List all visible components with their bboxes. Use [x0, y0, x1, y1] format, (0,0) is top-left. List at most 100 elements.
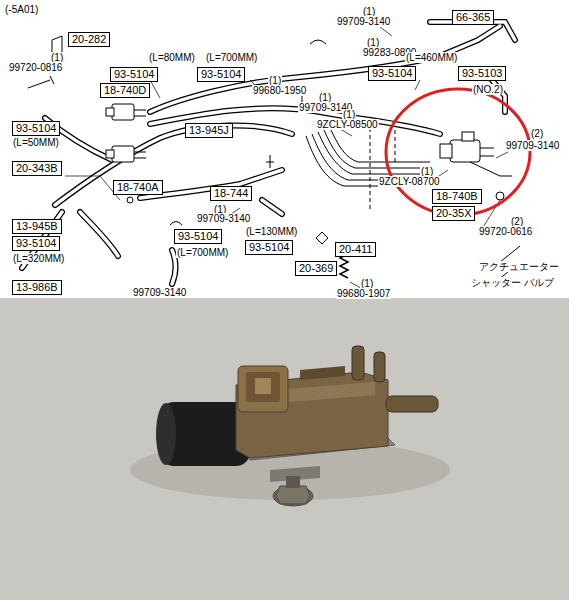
leader-line [380, 27, 392, 36]
hose [55, 125, 292, 205]
photo-background [0, 298, 569, 600]
hose [150, 26, 500, 112]
solenoid-valve [440, 144, 452, 158]
part-label: 99720-0816 [8, 62, 63, 73]
hose [22, 22, 515, 284]
part-number-box: 20-35X [432, 206, 475, 221]
part-number-box: 93-5104 [368, 66, 416, 81]
quantity-note: (L=700MM) [176, 247, 229, 258]
solenoid-valve [106, 150, 114, 158]
part-number-box: 13-945J [185, 123, 233, 138]
solenoid-photo [273, 486, 313, 506]
hose [55, 125, 292, 205]
part-number: 18-740D [104, 84, 146, 97]
part-number: 18-744 [214, 187, 248, 200]
clip [266, 155, 274, 168]
part-number: 66-365 [456, 11, 490, 24]
hose [262, 200, 282, 214]
part-label: 99680-1907 [336, 288, 391, 299]
part-label: シャッター バルブ [470, 277, 555, 288]
solenoid-photo [352, 346, 364, 380]
part-number-box: 18-740A [113, 180, 163, 195]
part-number: 20-369 [299, 262, 333, 275]
hose [22, 22, 515, 284]
part-number-box: 20-343B [12, 161, 62, 176]
solenoid-valve [112, 104, 134, 120]
part-label: 99680-1950 [252, 85, 307, 96]
part-number: 20-35X [436, 207, 471, 220]
metal-pipe [395, 130, 396, 165]
part-number: 93-5104 [114, 68, 154, 81]
part-number-box: 93-5104 [197, 67, 245, 82]
part-number: 93-5104 [16, 237, 56, 250]
part-number: 20-343B [16, 162, 58, 175]
quantity-note: (NO.2) [472, 84, 504, 95]
part-number: 93-5103 [462, 67, 502, 80]
part-number-box: 93-5104 [12, 121, 60, 136]
clip [28, 36, 520, 280]
diagram-ground [0, 0, 569, 298]
part-label: 99709-3140 [336, 16, 391, 27]
part-label: 99709-3140 [196, 213, 251, 224]
solenoid-valve [106, 104, 512, 203]
part-number-box: 13-945B [12, 219, 62, 234]
part-number: 18-740B [436, 190, 478, 203]
part-label: 9ZCLY-08700 [378, 176, 441, 187]
part-label: アクチュエーター [478, 261, 560, 272]
solenoid-valve [134, 110, 146, 116]
solenoid-photo [156, 403, 176, 465]
solenoid-valve [112, 146, 134, 162]
solenoid-photo [286, 476, 300, 488]
part-number-box: 13-986B [12, 280, 62, 295]
part-number: 18-740A [117, 181, 159, 194]
part-number: 20-411 [339, 243, 372, 256]
part-number-box: 20-282 [68, 32, 110, 47]
solenoid-photo [276, 486, 310, 504]
part-number-box: 93-5104 [245, 240, 293, 255]
solenoid-photo [236, 372, 388, 458]
part-label: 9ZCLY-08500 [316, 119, 379, 130]
quantity-note: (L=700MM) [205, 52, 258, 63]
part-label: 99709-3140 [132, 287, 187, 298]
part-number: 93-5104 [201, 68, 241, 81]
part-number-box: 18-740B [432, 189, 482, 204]
clip [316, 232, 328, 244]
quantity-note: (L=460MM) [405, 52, 458, 63]
part-number-box: 18-740D [100, 83, 150, 98]
part-number: 13-945B [16, 220, 58, 233]
part-number-box: 66-365 [452, 10, 494, 25]
leader-line [150, 80, 160, 98]
part-number: 13-986B [16, 281, 58, 294]
part-number-box: 93-5103 [458, 66, 506, 81]
solenoid-photo [374, 352, 385, 382]
part-number-box: 20-411 [335, 242, 376, 257]
solenoid-valve [496, 192, 504, 200]
part-number: 93-5104 [249, 241, 289, 254]
solenoid-photo [156, 346, 438, 506]
hose [80, 212, 118, 256]
solenoid-photo [386, 396, 438, 412]
quantity-note: (-5A01) [4, 4, 39, 15]
metal-pipe [306, 128, 430, 210]
part-number-box: 20-369 [295, 261, 337, 276]
metal-pipe [370, 128, 371, 210]
quantity-note: (L=50MM) [12, 137, 60, 148]
metal-pipe [330, 128, 430, 162]
quantity-note: (L=320MM) [12, 253, 65, 264]
solenoid-valve [470, 148, 512, 176]
part-label: 99720-0616 [478, 226, 533, 237]
solenoid-photo [255, 378, 271, 394]
quantity-note: (2) [530, 128, 544, 139]
hose [80, 212, 118, 256]
metal-pipe [312, 134, 430, 180]
quantity-note: (L=80MM) [148, 52, 196, 63]
clip [28, 76, 54, 88]
hose [262, 200, 282, 214]
solenoid-photo [246, 372, 280, 402]
solenoid-valve [127, 197, 133, 203]
leader-line [415, 80, 420, 90]
leader-line [48, 27, 508, 292]
hose [150, 26, 500, 112]
part-number: 93-5104 [16, 122, 56, 135]
part-number: 93-5104 [178, 230, 218, 243]
